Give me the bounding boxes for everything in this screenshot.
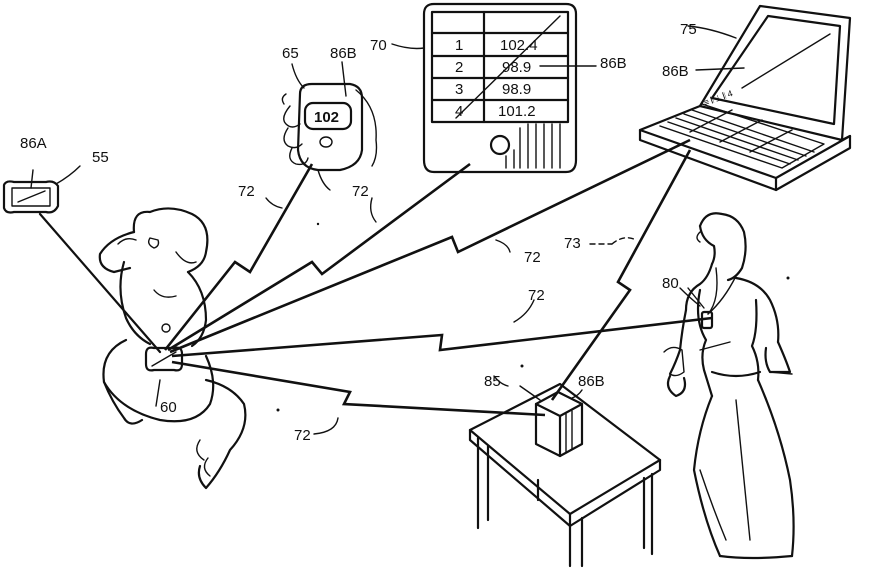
- label-73: 73: [564, 235, 581, 252]
- wrist-monitor: [4, 166, 80, 213]
- label-80: 80: [662, 275, 679, 292]
- pda-row4-value: 101.2: [498, 103, 536, 120]
- label-72-laptop: 72: [524, 249, 541, 266]
- wireless-links: [40, 140, 712, 415]
- label-86b-pda: 86B: [600, 55, 627, 72]
- infant-figure: [100, 208, 246, 488]
- pda-row2-value: 98.9: [502, 59, 531, 76]
- label-86b-laptop: 86B: [662, 63, 689, 80]
- leader-lines: [266, 198, 700, 434]
- label-70: 70: [370, 37, 387, 54]
- link-caregiver-bolt: [172, 318, 712, 356]
- pda-row1-value: 102.4: [500, 37, 538, 54]
- pda-device: [392, 4, 596, 172]
- reference-labels: 86A 55 65 86B 70 86B 75 86B 72 72 72 73 …: [20, 21, 697, 444]
- label-65: 65: [282, 45, 299, 62]
- pager-display-value: 102: [314, 109, 339, 126]
- caregiver-figure: [664, 213, 794, 558]
- link-pda-bolt: [168, 164, 470, 350]
- base-station: [520, 386, 582, 456]
- pda-row4-index: 4: [455, 103, 463, 120]
- pda-row3-index: 3: [455, 81, 463, 98]
- label-72-pda: 72: [352, 183, 369, 200]
- laptop-keys-text: ≡ 𝄃 ⊥ 𝄃 4: [702, 88, 734, 108]
- label-86a: 86A: [20, 135, 47, 152]
- label-55: 55: [92, 149, 109, 166]
- label-72-pager: 72: [238, 183, 255, 200]
- label-86b-pager: 86B: [330, 45, 357, 62]
- label-72-base: 72: [294, 427, 311, 444]
- label-60: 60: [160, 399, 177, 416]
- pda-shading: [506, 124, 560, 168]
- link-wrist-line: [40, 214, 160, 352]
- label-72-caregiver: 72: [528, 287, 545, 304]
- label-75: 75: [680, 21, 697, 38]
- pda-row3-value: 98.9: [502, 81, 531, 98]
- pda-row1-index: 1: [455, 37, 463, 54]
- pager-device: [282, 62, 376, 190]
- pda-row2-index: 2: [455, 59, 463, 76]
- label-85: 85: [484, 373, 501, 390]
- label-86b-base: 86B: [578, 373, 605, 390]
- laptop-device: ≡ 𝄃 ⊥ 𝄃 4: [640, 6, 850, 190]
